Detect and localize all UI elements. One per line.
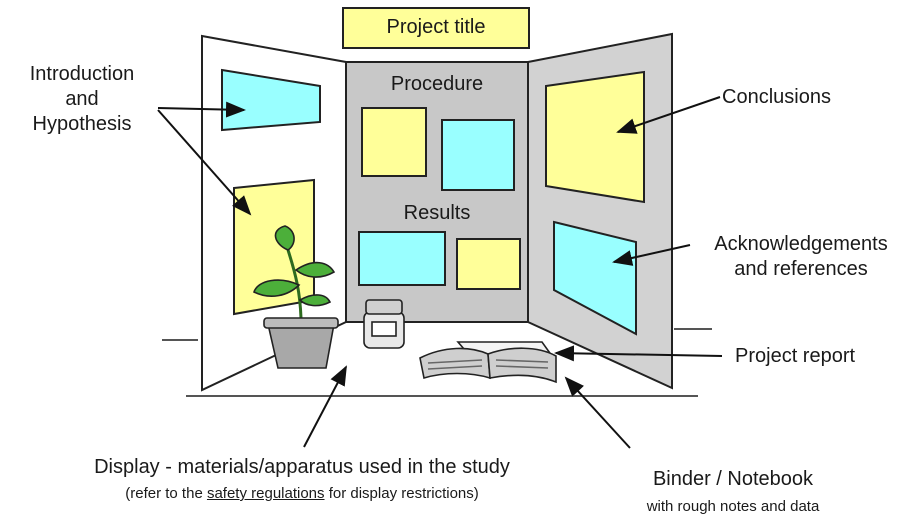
results-card-cyan — [358, 231, 446, 286]
table-lines — [162, 328, 712, 397]
procedure-card-yellow — [361, 107, 427, 177]
display-note-suffix: for display restrictions) — [324, 485, 479, 502]
display-note-prefix: (refer to the — [125, 485, 207, 502]
acknowledgements-line1: Acknowledgements — [714, 233, 888, 255]
acknowledgements-line2: and references — [734, 258, 868, 280]
display-note: (refer to the safety regulations for dis… — [0, 484, 604, 503]
conclusions-label: Conclusions — [722, 86, 831, 108]
acknowledgements-label: Acknowledgements and references — [688, 232, 914, 282]
callout-arrows — [157, 96, 723, 449]
project-title: Project title — [386, 16, 486, 38]
display-label: Display - materials/apparatus used in th… — [94, 456, 510, 478]
intro-label-line3: Hypothesis — [32, 113, 132, 135]
title-box — [342, 7, 530, 49]
jar-icon — [363, 299, 405, 349]
binder-notebook-icon — [419, 341, 557, 384]
intro-label-line1: Introduction — [29, 63, 135, 85]
procedure-heading: Procedure — [390, 73, 484, 95]
procedure-card-cyan — [441, 119, 515, 191]
binder-sublabel: with rough notes and data — [646, 498, 820, 515]
results-card-yellow — [456, 238, 521, 290]
conclusions-card-yellow — [545, 70, 645, 204]
safety-regulations-link[interactable]: safety regulations — [206, 485, 325, 502]
intro-label-line2: and — [65, 88, 99, 110]
acknowledgements-card-cyan — [553, 220, 637, 336]
plant-icon — [253, 225, 339, 369]
project-report-label: Project report — [735, 345, 856, 367]
intro-hypothesis-label: Introduction and Hypothesis — [0, 62, 164, 137]
binder-label: Binder / Notebook — [652, 468, 814, 490]
results-heading: Results — [403, 202, 471, 224]
